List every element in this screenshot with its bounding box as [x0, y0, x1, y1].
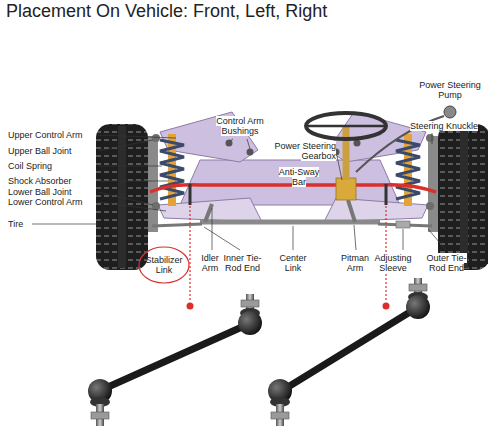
- bushing: [247, 149, 254, 156]
- nut: [241, 300, 259, 307]
- part-label-box: Outer Tie-Rod End: [420, 253, 473, 273]
- leader-line: [98, 202, 166, 211]
- adjusting-sleeve: [396, 221, 410, 228]
- steering-knuckle: [428, 136, 438, 232]
- nut: [91, 412, 109, 419]
- part-label-box: Upper Control Arm: [8, 130, 98, 140]
- part-label-box: Lower Ball Joint: [8, 187, 98, 197]
- part-label-box: Upper Ball Joint: [8, 146, 98, 156]
- leader-line: [98, 135, 176, 138]
- part-label-box: Control Arm Bushings: [210, 116, 270, 136]
- coil-spring: [160, 140, 184, 199]
- nut: [409, 284, 427, 291]
- part-label: Control Arm Bushings: [216, 116, 264, 136]
- part-label-box: Inner Tie-Rod End: [216, 253, 269, 273]
- part-label-box: Coil Spring: [8, 161, 98, 171]
- steering-wheel: [306, 113, 386, 139]
- tire-groove: [460, 126, 468, 268]
- circle-outline-shape: [139, 247, 189, 283]
- leader-line: [98, 166, 162, 167]
- part-label-box: Center Link: [276, 253, 310, 273]
- leader-lines: [32, 133, 446, 250]
- leader-line: [204, 227, 240, 250]
- tie-rod: [152, 224, 202, 226]
- part-label: Upper Ball Joint: [8, 146, 72, 156]
- page-title: Placement On Vehicle: Front, Left, Right: [6, 0, 327, 22]
- part-label-box: Idler Arm: [194, 253, 226, 273]
- part-label: Center Link: [279, 253, 306, 273]
- part-label: Inner Tie-Rod End: [223, 253, 261, 273]
- crossmember: [180, 160, 400, 205]
- part-label: Adjusting Sleeve: [374, 253, 411, 273]
- leader-line: [98, 181, 168, 182]
- part-label: Outer Tie-Rod End: [426, 253, 466, 273]
- coil-spring: [396, 140, 420, 199]
- part-label: Upper Control Arm: [8, 130, 83, 140]
- leader-line: [32, 224, 100, 225]
- part-label-box: Steering Knuckle: [410, 121, 486, 131]
- link-rod: [108, 327, 242, 387]
- part-label: Steering Knuckle: [410, 121, 478, 131]
- part-label: Tire: [8, 219, 23, 229]
- leader-line: [428, 229, 446, 250]
- nut: [271, 412, 289, 419]
- stabilizer-link-product: [268, 278, 430, 426]
- leader-line: [247, 139, 250, 149]
- steering-spoke: [308, 125, 384, 128]
- stabilizer-link-part: [385, 184, 388, 205]
- leader-line: [403, 229, 404, 250]
- part-label-box: Lower Control Arm: [8, 197, 98, 207]
- leader-line: [293, 226, 294, 250]
- leader-line: [432, 133, 433, 144]
- highlight-circle: Stabilizer Link: [138, 246, 190, 284]
- part-label: Coil Spring: [8, 161, 52, 171]
- leader-line: [354, 225, 356, 250]
- steering-column: [343, 126, 350, 180]
- ball-joint: [152, 134, 160, 142]
- part-label: Idler Arm: [201, 253, 219, 273]
- link-rod: [288, 312, 410, 387]
- stabilizer-link-product: [88, 294, 262, 426]
- part-label-box: Shock Absorber: [8, 176, 98, 186]
- part-label-box: Anti-Sway Bar: [272, 167, 326, 187]
- part-label-box: Power Steering Pump: [416, 80, 484, 100]
- pointer-dot: [187, 303, 194, 310]
- part-label: Power Steering Gearbox: [274, 141, 336, 161]
- ball-joint: [152, 202, 160, 210]
- steering-gearbox: [336, 178, 356, 200]
- bushing: [226, 140, 233, 147]
- leader-line: [337, 156, 342, 180]
- pointer-line: [189, 206, 190, 302]
- pointer-dot: [383, 303, 390, 310]
- part-label-box: Pitman Arm: [338, 253, 372, 273]
- part-label: Lower Ball Joint: [8, 187, 72, 197]
- idler-arm: [205, 204, 212, 222]
- part-label-box: Power Steering Gearbox: [262, 141, 336, 161]
- part-label: Lower Control Arm: [8, 197, 83, 207]
- ball-housing: [406, 295, 430, 319]
- leader-line: [98, 140, 153, 151]
- pitman-arm: [348, 200, 355, 222]
- part-label-box: Tire: [8, 219, 48, 229]
- leader-line: [212, 208, 213, 250]
- node-label: Stabilizer Link: [140, 255, 188, 275]
- part-label: Pitman Arm: [341, 253, 369, 273]
- part-label: Shock Absorber: [8, 176, 72, 186]
- leader-line: [230, 139, 233, 141]
- steering-pump: [444, 106, 456, 118]
- part-label: Power Steering Pump: [419, 80, 481, 100]
- stabilizer-link-part: [189, 184, 192, 205]
- right-tire: [438, 124, 488, 270]
- steering-knuckle: [148, 136, 158, 232]
- part-label: Anti-Sway Bar: [279, 167, 320, 187]
- ball-joint: [426, 202, 434, 210]
- lower-control-arm: [324, 198, 428, 222]
- ball-joint: [426, 134, 434, 142]
- ball-housing: [238, 311, 262, 335]
- part-label-box: Adjusting Sleeve: [372, 253, 414, 273]
